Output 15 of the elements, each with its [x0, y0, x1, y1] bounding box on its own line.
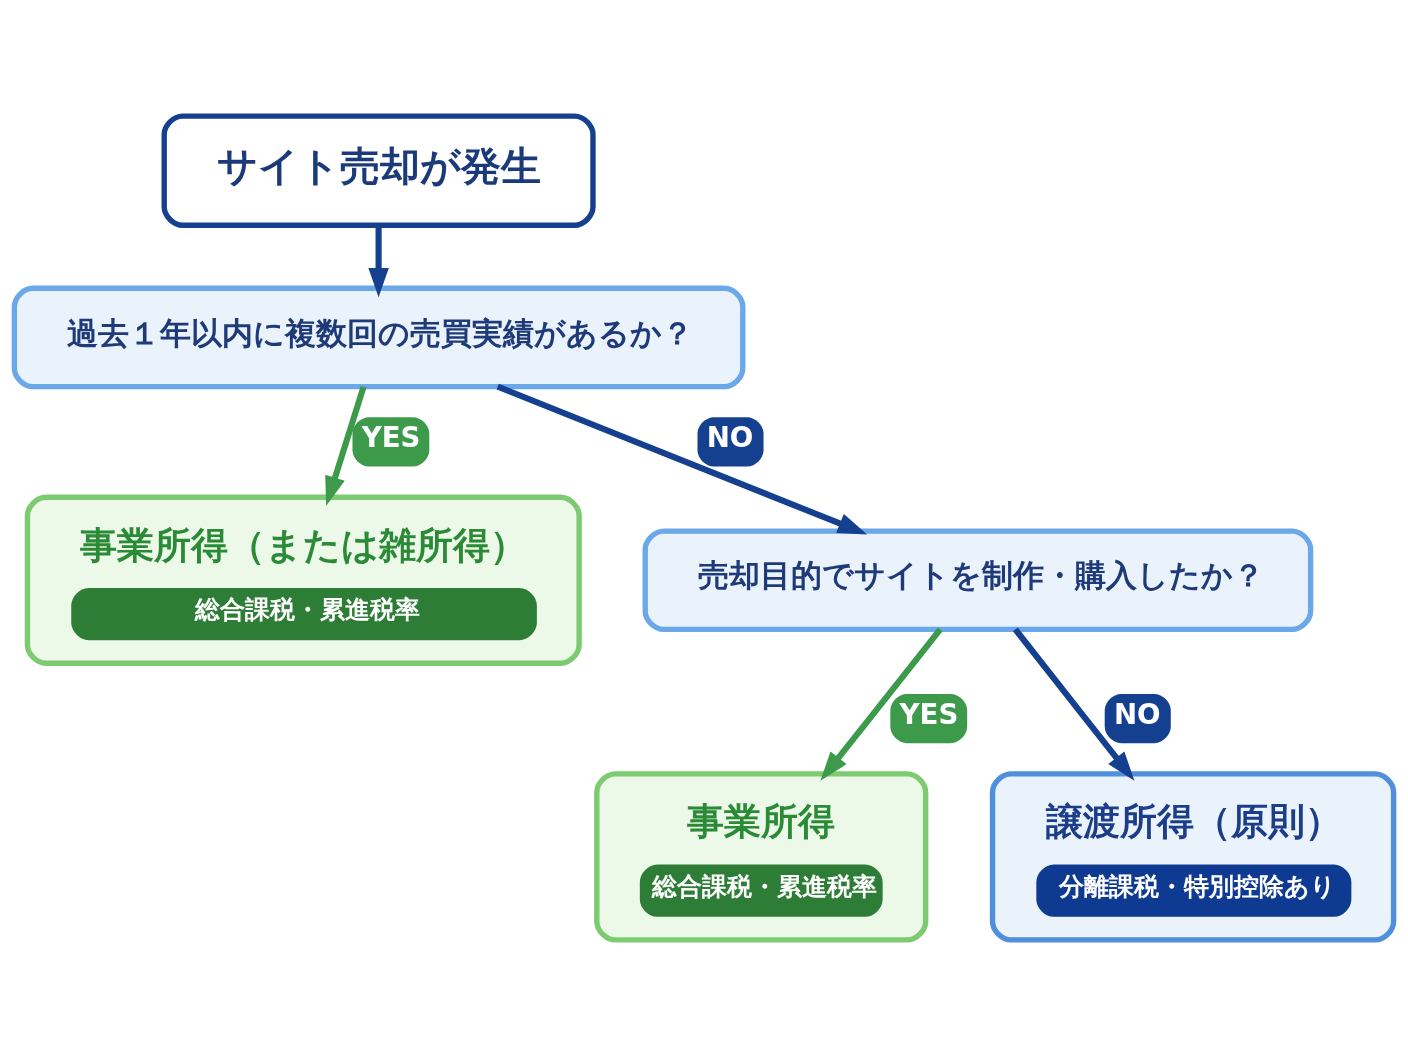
- arrow: [368, 225, 389, 298]
- node-box: 事業所得（または雑所得） 総合課税・累進税率: [24, 494, 582, 666]
- edge-label: YES: [899, 697, 959, 731]
- arrow: [325, 386, 367, 506]
- edge-label: NO: [1113, 697, 1161, 731]
- arrow: [496, 383, 868, 535]
- node-box: 事業所得 総合課税・累進税率: [594, 771, 929, 943]
- node-box: 売却目的でサイトを制作・購入したか？: [642, 528, 1314, 633]
- node-box: サイト売却が発生: [161, 113, 596, 228]
- edge-label: YES: [361, 421, 421, 455]
- node-box: 譲渡所得（原則） 分離課税・特別控除あり: [989, 771, 1397, 943]
- edge-label: NO: [706, 421, 754, 455]
- node-box: 過去１年以内に複数回の売買実績があるか？: [11, 285, 746, 390]
- arrow: [820, 627, 943, 781]
- arrow: [1013, 627, 1135, 781]
